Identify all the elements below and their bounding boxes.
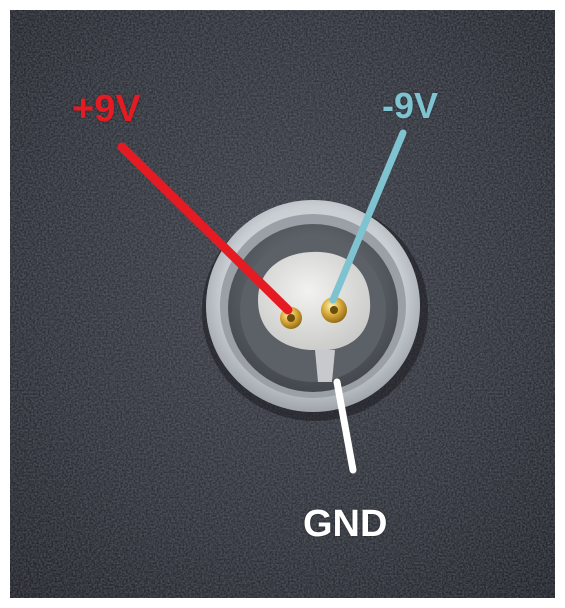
ground-pointer-line <box>333 378 357 474</box>
connector-photo <box>10 10 555 598</box>
ground-contact <box>315 350 335 382</box>
ground-label: GND <box>303 503 388 545</box>
negative-label: -9V <box>382 85 439 126</box>
positive-pointer-line <box>117 142 293 315</box>
negative-pointer-line <box>329 129 407 304</box>
positive-label: +9V <box>72 88 141 130</box>
socket <box>202 200 428 421</box>
